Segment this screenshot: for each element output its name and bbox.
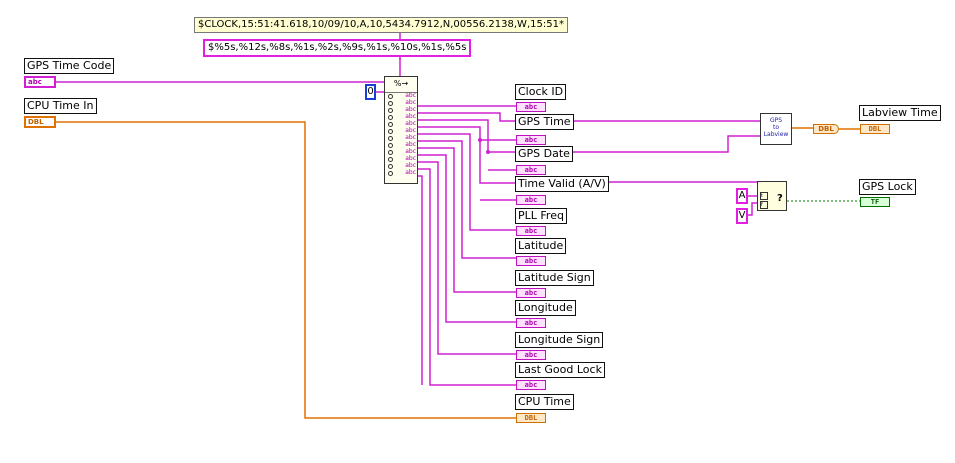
latitude-label: Latitude <box>515 238 567 254</box>
cpu-time-label: CPU Time <box>515 394 574 410</box>
format-string-constant[interactable]: $%5s,%12s,%8s,%1s,%2s,%9s,%1s,%10s,%1s,%… <box>203 39 472 57</box>
clock-id-label: Clock ID <box>515 84 567 100</box>
cpu-time-in-label: CPU Time In <box>24 98 97 114</box>
offset-constant[interactable]: 0 <box>365 84 376 100</box>
longitude-sign-label: Longitude Sign <box>515 332 604 348</box>
subvi-text-line-3: Labview <box>763 131 789 138</box>
gps-time-code-label: GPS Time Code <box>24 58 115 74</box>
to-double-conversion[interactable]: DBL <box>813 124 839 134</box>
longitude-terminal[interactable]: abc <box>516 318 546 328</box>
longitude-label: Longitude <box>515 300 576 316</box>
subvi-text-line-2: to <box>772 124 780 131</box>
select-true-input: t <box>760 192 768 200</box>
gps-date-label: GPS Date <box>515 146 573 162</box>
latitude-terminal[interactable]: abc <box>516 256 546 266</box>
scan-from-string-node[interactable]: %→ abc abc abc abc abc abc abc abc abc a… <box>384 76 418 184</box>
cpu-time-in-terminal[interactable]: DBL <box>24 116 56 128</box>
select-false-constant[interactable]: V <box>736 208 748 224</box>
scan-node-header: %→ <box>385 77 417 93</box>
select-false-input: f <box>760 201 768 209</box>
subvi-text-line-1: GPS <box>769 117 783 124</box>
gps-to-labview-subvi[interactable]: GPS to Labview <box>760 113 792 145</box>
labview-time-label: Labview Time <box>859 105 941 121</box>
select-node[interactable]: t f ? <box>757 181 787 211</box>
gps-date-terminal[interactable]: abc <box>516 165 546 175</box>
longitude-sign-terminal[interactable]: abc <box>516 350 546 360</box>
time-valid-terminal[interactable]: abc <box>516 195 546 205</box>
gps-time-code-terminal[interactable]: abc <box>24 76 56 88</box>
last-good-lock-terminal[interactable]: abc <box>516 380 546 390</box>
latitude-sign-terminal[interactable]: abc <box>516 288 546 298</box>
gps-lock-label: GPS Lock <box>859 179 916 195</box>
input-string-constant[interactable]: $CLOCK,15:51:41.618,10/09/10,A,10,5434.7… <box>194 17 568 33</box>
clock-id-terminal[interactable]: abc <box>516 102 546 112</box>
gps-time-terminal[interactable]: abc <box>516 135 546 145</box>
labview-time-terminal[interactable]: DBL <box>860 124 890 134</box>
latitude-sign-label: Latitude Sign <box>515 270 594 286</box>
pll-freq-terminal[interactable]: abc <box>516 226 546 236</box>
last-good-lock-label: Last Good Lock <box>515 362 605 378</box>
gps-time-label: GPS Time <box>515 114 574 130</box>
gps-lock-terminal[interactable]: TF <box>860 197 890 207</box>
pll-freq-label: PLL Freq <box>515 208 567 224</box>
time-valid-label: Time Valid (A/V) <box>515 176 609 192</box>
select-true-constant[interactable]: A <box>736 188 748 204</box>
select-question-mark: ? <box>777 193 783 204</box>
cpu-time-terminal[interactable]: DBL <box>516 413 546 423</box>
